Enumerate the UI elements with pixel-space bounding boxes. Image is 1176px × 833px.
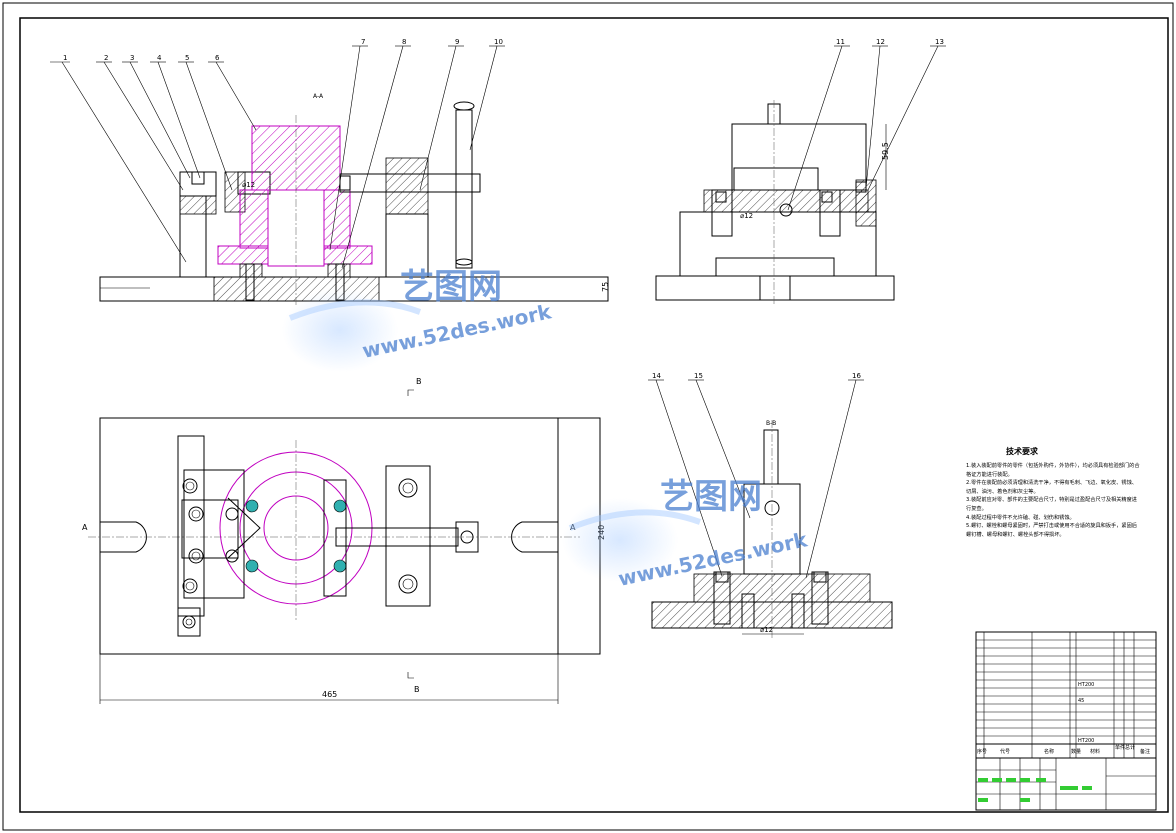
balloon-8: 8 (402, 38, 406, 46)
section-aa-label: A-A (313, 93, 324, 100)
cut-a-left: A (82, 523, 88, 532)
view-b-label-bottom: B (414, 685, 420, 694)
balloon-3: 3 (130, 54, 134, 62)
note-line-1: 1.装入装配前零件的零件（包括外购件，外协件），均必须具有检验部门的合格证方能进… (966, 463, 1140, 478)
balloon-10: 10 (494, 38, 503, 46)
section-bb-label: B-B (766, 420, 776, 427)
inner-border (19, 17, 1169, 813)
bom-material-3: HT200 (1078, 738, 1094, 744)
notes-title: 技术要求 (1006, 446, 1039, 456)
balloon-11: 11 (836, 38, 845, 46)
balloon-4: 4 (157, 54, 162, 62)
balloon-9: 9 (455, 38, 459, 46)
bom-header-unit: 单件 (1115, 744, 1125, 751)
balloon-2: 2 (104, 54, 108, 62)
bom-header-code: 代号 (1000, 748, 1010, 755)
dim-side-height: 59.5 (881, 142, 890, 160)
dim-top-width: 465 (322, 690, 337, 699)
note-line-3: 3.装配前应对零、部件的主要配合尺寸，特别是过盈配合尺寸及相关精度进行复查。 (966, 497, 1137, 512)
bom-table: 序号 代号 名称 数量 材料 单件 总计 备注 HT200 45 HT200 (975, 631, 1157, 811)
bom-header-remark: 备注 (1140, 748, 1150, 755)
notes-body: 1.装入装配前零件的零件（包括外购件，外协件），均必须具有检验部门的合格证方能进… (966, 462, 1140, 539)
balloon-1: 1 (63, 54, 67, 62)
watermark-brand-2: 艺图网 (660, 477, 762, 517)
section-bb-view: B-B ⌀12 (651, 420, 893, 640)
view-b-label-top: B (416, 377, 422, 386)
bom-header-qty: 数量 (1071, 748, 1081, 755)
note-line-2: 2.零件在装配前必须清理和清洗干净，不得有毛刺、飞边、氧化皮、锈蚀、切屑、油污、… (966, 480, 1137, 495)
balloon-12: 12 (876, 38, 885, 46)
balloon-15: 15 (694, 372, 703, 380)
balloon-13: 13 (935, 38, 944, 46)
dim-front-height: 75 (601, 282, 610, 292)
watermark-brand-1: 艺图网 (400, 267, 502, 307)
bom-material-2: 45 (1078, 698, 1084, 704)
technical-notes: 技术要求 (1006, 446, 1039, 456)
dim-bore-2: ⌀12 (740, 212, 753, 220)
note-line-5: 5.螺钉、螺栓和螺母紧固时，严禁打击或使用不合适的旋具和扳手，紧固后螺钉槽、螺母… (966, 523, 1137, 538)
balloons-front: 1 2 3 4 5 6 7 8 9 10 (63, 38, 503, 62)
balloon-5: 5 (185, 54, 189, 62)
bom-header-total: 总计 (1125, 744, 1135, 751)
top-view: 465 240 B B A A (82, 377, 606, 704)
bom-header-no: 序号 (977, 748, 987, 755)
side-view: 59.5 ⌀12 (655, 100, 895, 304)
balloon-7: 7 (361, 38, 365, 46)
balloons-bb: 14 15 16 (652, 372, 861, 380)
bom-material-1: HT200 (1078, 682, 1094, 688)
bom-header-name: 名称 (1044, 748, 1054, 755)
balloon-leaders-bb (648, 379, 864, 579)
watermark-2: 艺图网 www.52des.work (562, 477, 810, 591)
bom-header-material: 材料 (1090, 748, 1100, 755)
balloon-leaders-front (50, 45, 505, 269)
front-section-view: A-A 75 ⌀12 (99, 93, 610, 305)
balloons-side: 11 12 13 (836, 38, 944, 46)
note-line-4: 4.装配过程中零件不允许磕、碰、划伤和锈蚀。 (966, 514, 1075, 521)
balloon-leaders-side (787, 45, 946, 211)
dim-bore-1: ⌀12 (242, 181, 255, 189)
balloon-6: 6 (215, 54, 220, 62)
dim-bore-3: ⌀12 (760, 626, 773, 634)
balloon-16: 16 (852, 372, 861, 380)
balloon-14: 14 (652, 372, 661, 380)
